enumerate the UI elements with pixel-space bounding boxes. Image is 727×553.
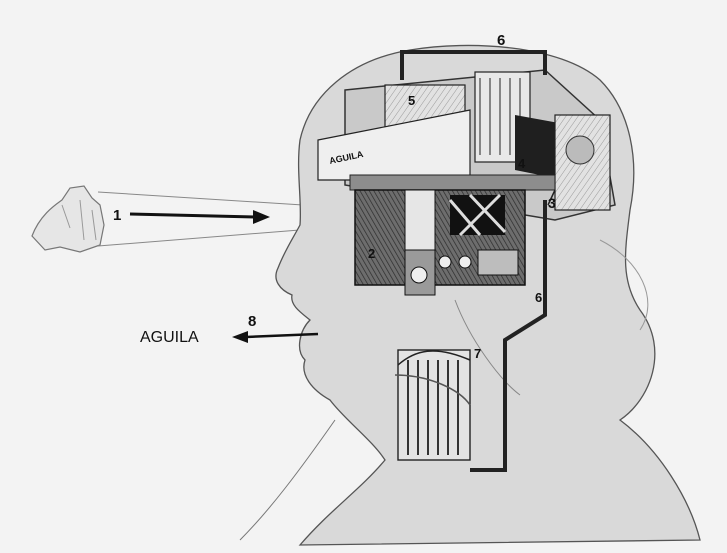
- eagle-figure: [32, 186, 104, 252]
- voice-apparatus: [395, 350, 470, 460]
- label-5: 5: [408, 93, 415, 108]
- output-word-aguila: AGUILA: [140, 329, 199, 346]
- input-arrow: [130, 210, 270, 224]
- label-6-neck: 6: [535, 290, 542, 305]
- label-4: 4: [518, 156, 526, 171]
- label-2: 2: [368, 246, 375, 261]
- label-3: 3: [548, 195, 556, 211]
- label-6-top: 6: [497, 32, 505, 49]
- visual-processing-machinery: [355, 190, 525, 295]
- label-8: 8: [248, 313, 256, 330]
- label-7: 7: [474, 346, 481, 361]
- label-1: 1: [113, 207, 121, 224]
